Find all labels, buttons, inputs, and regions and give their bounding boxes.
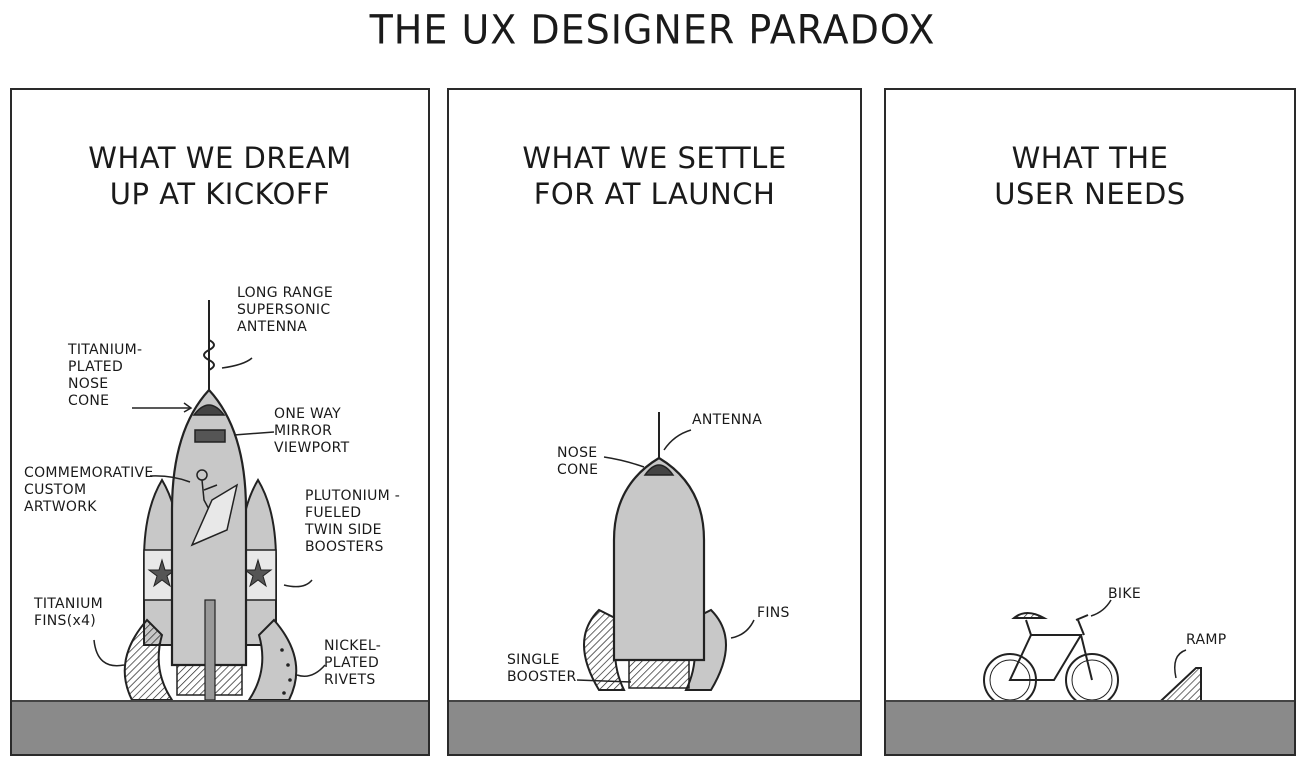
panel-dream-heading-line2: UP AT KICKOFF: [109, 177, 331, 211]
panel-user-needs-heading-line1: WHAT THE: [1011, 141, 1169, 175]
label-ramp: RAMP: [1186, 632, 1227, 648]
booster-shape: [628, 659, 690, 689]
rocket-body-shape: [612, 456, 706, 662]
deluxe-rocket-illustration: [93, 300, 326, 701]
label-viewport: ONE WAY MIRROR VIEWPORT: [274, 406, 350, 456]
annotation-arrows: [1090, 599, 1187, 679]
panel-user-needs: WHAT THE USER NEEDS BIKE RAMP: [884, 88, 1296, 756]
label-single-booster: SINGLE BOOSTER: [507, 652, 577, 685]
label-boosters: PLUTONIUM - FUELED TWIN SIDE BOOSTERS: [305, 488, 401, 555]
label-nose-cone: TITANIUM- PLATED NOSE CONE: [68, 342, 143, 409]
viewport-shape: [194, 429, 226, 443]
nose-cone-shape: [643, 464, 675, 476]
ground-strip: [449, 700, 860, 754]
label-bike: BIKE: [1108, 586, 1141, 602]
bike-shape: [983, 612, 1119, 707]
panel-settle-heading-line2: FOR AT LAUNCH: [533, 177, 776, 211]
bike-and-ramp-illustration: [983, 599, 1202, 714]
artwork-shape: [190, 469, 239, 547]
nose-cone-shape: [192, 404, 226, 416]
panel-dream-heading: WHAT WE DREAM UP AT KICKOFF: [12, 140, 428, 212]
fins-shape: [123, 618, 298, 701]
panel-user-needs-heading: WHAT THE USER NEEDS: [886, 140, 1294, 212]
annotation-arrows: [93, 357, 326, 677]
label-nose-cone: NOSE CONE: [557, 445, 599, 478]
label-artwork: COMMEMORATIVE CUSTOM ARTWORK: [24, 465, 154, 515]
antenna-shape: [203, 300, 215, 390]
panel-dream-heading-line1: WHAT WE DREAM: [88, 141, 352, 175]
panel-settle-heading: WHAT WE SETTLE FOR AT LAUNCH: [449, 140, 860, 212]
label-rivets: NICKEL- PLATED RIVETS: [324, 638, 382, 688]
ground-strip: [12, 700, 428, 754]
label-antenna: ANTENNA: [692, 412, 763, 428]
annotation-arrows: [576, 429, 755, 683]
panel-user-needs-heading-line2: USER NEEDS: [994, 177, 1186, 211]
label-fins: FINS: [757, 605, 790, 621]
basic-rocket-illustration: [576, 412, 755, 691]
center-strut-shape: [204, 599, 216, 701]
label-fins: TITANIUM FINS(x4): [34, 596, 104, 629]
panel-settle: WHAT WE SETTLE FOR AT LAUNCH ANTENNA NOS…: [447, 88, 862, 756]
label-long-range-antenna: LONG RANGE SUPERSONIC ANTENNA: [237, 285, 333, 335]
ground-strip: [886, 700, 1294, 754]
comic-title: THE UX DESIGNER PARADOX: [369, 6, 936, 54]
panel-settle-heading-line1: WHAT WE SETTLE: [522, 141, 787, 175]
panel-dream: WHAT WE DREAM UP AT KICKOFF: [10, 88, 430, 756]
